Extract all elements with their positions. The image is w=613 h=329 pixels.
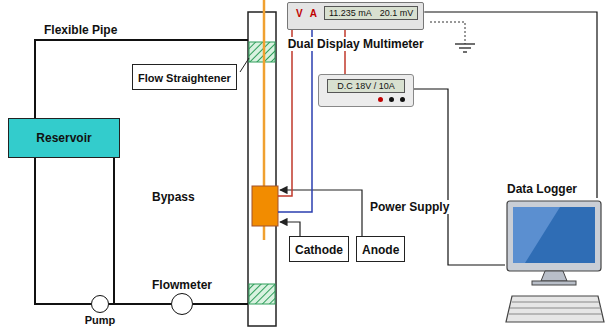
device-label: Pump bbox=[83, 314, 118, 326]
display-reading: 11.235 mA bbox=[329, 8, 372, 18]
lcd-display: D.C 18V / 10A bbox=[327, 79, 405, 93]
cathode-arrow bbox=[280, 222, 300, 236]
electrode-block bbox=[252, 186, 278, 226]
data-logger: Data Logger bbox=[505, 198, 605, 326]
anode-arrow bbox=[280, 190, 362, 236]
flow-straightener bbox=[249, 42, 275, 62]
ground-wire bbox=[430, 22, 465, 44]
electrode-box: Anode bbox=[356, 236, 405, 262]
power-supply: D.C 18V / 10A bbox=[318, 74, 414, 107]
reservoir-tank: Reservoir bbox=[8, 118, 120, 158]
node-label: Cathode bbox=[295, 243, 343, 257]
flexible-pipe bbox=[35, 40, 248, 118]
current-wire bbox=[278, 28, 312, 212]
pipe-connector bbox=[35, 158, 91, 304]
node-label: Flow Straightener bbox=[138, 72, 231, 84]
screen-glare bbox=[513, 207, 560, 263]
terminal-dot bbox=[389, 97, 394, 102]
ground-symbol bbox=[455, 44, 475, 52]
electrode-box: Cathode bbox=[289, 236, 349, 262]
bypass-pipe bbox=[113, 158, 115, 304]
node-label: Anode bbox=[362, 243, 399, 257]
monitor-stand bbox=[541, 271, 567, 281]
leader-line bbox=[240, 58, 249, 72]
multimeter: VA11.235 mA20.1 mVDual Display Multimete… bbox=[287, 2, 424, 30]
return-pipe bbox=[193, 303, 248, 305]
computer-drawing bbox=[506, 201, 604, 322]
device-label: Dual Display Multimeter bbox=[286, 37, 426, 51]
pipe-label: Bypass bbox=[150, 190, 197, 204]
test-column bbox=[248, 12, 276, 326]
device-label: Power Supply bbox=[368, 200, 451, 214]
device-label: Data Logger bbox=[505, 182, 579, 196]
keyboard bbox=[506, 296, 604, 322]
node-label: Reservoir bbox=[36, 131, 91, 145]
display-reading: 20.1 mV bbox=[380, 8, 414, 18]
pipe-label: Flexible Pipe bbox=[42, 23, 119, 37]
pump-symbol: Pump bbox=[91, 295, 109, 313]
ground-bar bbox=[455, 43, 475, 44]
terminal-row bbox=[327, 97, 405, 102]
signal-cable bbox=[424, 12, 597, 198]
terminal-label: A bbox=[310, 8, 317, 19]
key-row bbox=[509, 314, 602, 315]
terminal-dot bbox=[400, 97, 405, 102]
supply-wire bbox=[344, 28, 346, 74]
pipe-connector bbox=[109, 303, 171, 305]
monitor-base bbox=[532, 281, 576, 285]
terminal-dot bbox=[378, 97, 383, 102]
device-label: Flowmeter bbox=[150, 278, 214, 292]
monitor bbox=[507, 201, 601, 271]
ground-bar bbox=[463, 51, 467, 52]
screen bbox=[513, 207, 595, 263]
callout-box: Flow Straightener bbox=[132, 64, 237, 90]
flowmeter-symbol: Flowmeter bbox=[171, 293, 193, 315]
display-reading: D.C 18V / 10A bbox=[337, 81, 395, 91]
lcd-display: 11.235 mA 20.1 mV bbox=[324, 6, 418, 20]
signal-cable bbox=[414, 89, 505, 265]
ground-bar bbox=[459, 47, 471, 48]
key-row bbox=[510, 308, 601, 309]
key-row bbox=[512, 302, 599, 303]
terminal-label: V bbox=[296, 8, 303, 19]
voltage-wire bbox=[278, 28, 292, 196]
flow-straightener bbox=[249, 284, 275, 304]
